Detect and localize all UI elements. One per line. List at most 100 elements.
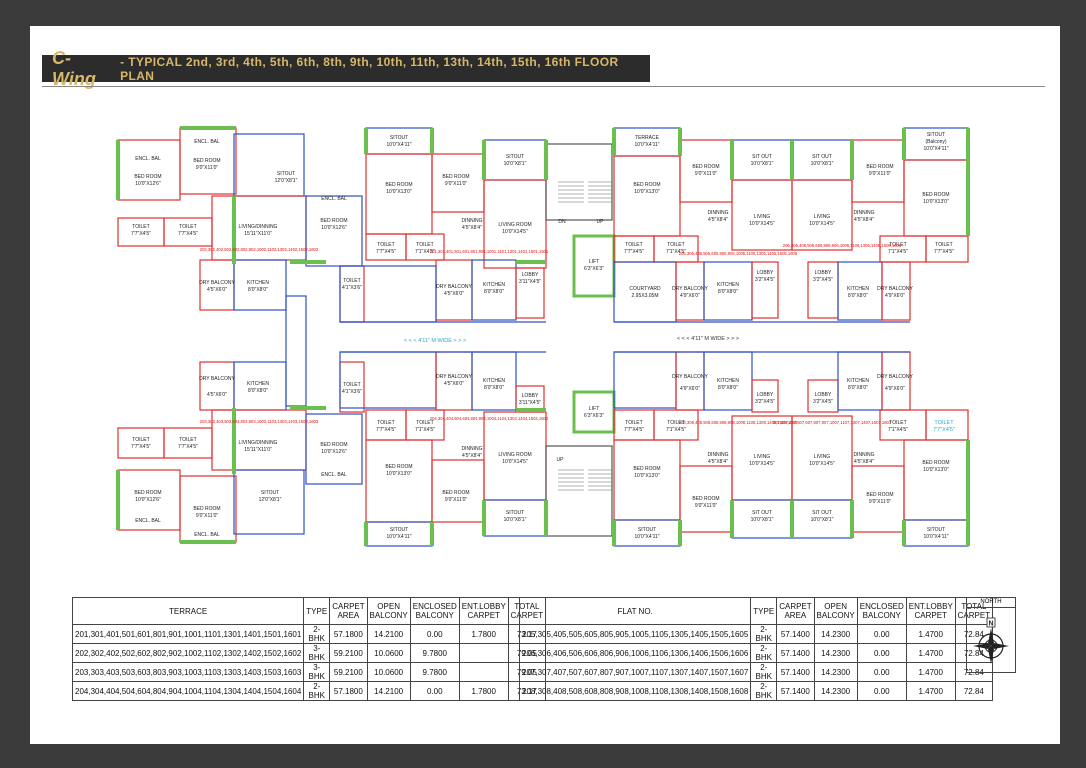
toilet-label: TOILET [179,437,196,443]
bed-room-dim: 10'0"X13'0" [386,189,412,195]
table-cell: 206,306,406,506,606,806,906,1006,1106,13… [518,643,752,663]
flat-no-label: 208,308,408,508,608,808,908,1008,1108,13… [679,420,798,425]
lobby-label: LOBBY [815,270,832,276]
dry-balcony-label: DRY BALCONY [877,374,913,380]
flat-no-label: 205,305,405,505,605,805,905,1005,1105,13… [679,251,798,256]
lift-label: LIFT [589,259,599,265]
toilet-dim: 7'7"X4'5" [178,444,198,450]
living-label: LIVING [814,454,831,460]
table-header-row: FLAT NO. TYPE CARPET AREA OPEN BALCONY E… [518,597,994,625]
bed-room-dim: 10'0"X13'0" [386,471,412,477]
table-cell: 207,307,407,507,607,807,907,1007,1107,13… [518,662,752,682]
flat-no-label: 207,307,407,507,607,807,907,1007,1107,13… [773,420,892,425]
lobby-dim: 3'2"X4'5" [813,399,833,405]
sitout-label: SITOUT [277,171,295,177]
toilet-dim: 4'1"X3'6" [342,285,362,291]
dry-balcony-dim: 4'9"X6'0" [885,293,905,299]
sit-out-dim: 10'0"X8'1" [751,161,774,167]
table-cell: 57.1400 [776,662,815,682]
encl-bal-label: ENCL. BAL [321,196,347,202]
column-header: TERRACE [71,597,305,625]
bed-room-dim: 9'0"X11'0" [445,497,468,503]
lobby-dim: 3'2"X4'5" [813,277,833,283]
lobby-label: LOBBY [522,393,539,399]
lobby-dim: 3'2"X4'5" [755,399,775,405]
flat-area-table: FLAT NO. TYPE CARPET AREA OPEN BALCONY E… [518,597,994,701]
table-cell: 9.7800 [409,662,460,682]
table-cell [458,643,509,663]
toilet-dim: 7'1"X4'5" [666,427,686,433]
bed-room-label: BED ROOM [442,174,469,180]
bed-room-dim: 10'0"X12'6" [321,449,347,455]
flat-no-label: 202,302,402,502,602,802,902,1002,1102,13… [200,247,319,252]
toilet-label: TOILET [889,420,906,426]
sitout-dim: 10'0"X4'11" [634,534,659,540]
table-cell: 10.0600 [366,662,411,682]
bed-room-label: BED ROOM [442,490,469,496]
lobby-label: LOBBY [815,392,832,398]
bed-room-label: BED ROOM [922,460,949,466]
table-cell: 9.7800 [409,643,460,663]
living-dim: 10'0"X14'5" [749,221,775,227]
dinning-dim: 4'5"X8'4" [854,217,874,223]
bed-room-dim: 10'0"X13'0" [923,199,949,205]
kitchen-dim: 8'0"X8'0" [248,388,268,394]
table-cell: 1.4700 [905,643,956,663]
toilet-label: TOILET [935,242,952,248]
column-header: OPEN BALCONY [366,597,411,625]
sitout-dim: 10'0"X4'11" [923,534,948,540]
toilet-label: TOILET [377,242,394,248]
table-cell: 2-BHK [750,681,778,701]
lift-dim: 6'3"X6'3" [584,413,604,419]
sitout-label: SITOUT [506,154,524,160]
toilet-label: TOILET [377,420,394,426]
dinning-label: DINNING [853,452,874,458]
column-header: CARPET AREA [776,597,815,625]
sitout-balcony-note: (Balcony) [925,139,946,145]
column-header: ENCLOSED BALCONY [409,597,460,625]
table-cell: 10.0600 [366,643,411,663]
kitchen-dim: 8'0"X8'0" [484,289,504,295]
sitout-dim: 10'0"X4'11" [923,146,948,152]
toilet-label: TOILET [343,278,360,284]
toilet-dim: 7'7"X4'5" [178,231,198,237]
toilet-label: TOILET [132,437,149,443]
dry-balcony-dim: 4'9"X6'0" [885,386,905,392]
table-cell: 202,302,402,502,602,802,902,1002,1102,13… [71,643,305,663]
bed-room-dim: 10'0"X12'6" [321,225,347,231]
table-row: 205,305,405,505,605,805,905,1005,1105,13… [518,624,994,644]
flat-no-label: 204,304,404,504,604,804,904,1004,1104,13… [430,416,549,421]
column-header: FLAT NO. [518,597,752,625]
courtyard-label: COURTYARD [629,286,661,292]
toilet-label: TOILET [667,420,684,426]
table-cell: 59.2100 [329,643,368,663]
kitchen-dim: 8'0"X8'0" [718,385,738,391]
sitout-label: SITOUT [638,527,656,533]
bed-room-label: BED ROOM [866,492,893,498]
table-row: 206,306,406,506,606,806,906,1006,1106,13… [518,643,994,663]
dinning-label: DINNING [707,210,728,216]
dry-balcony-dim: 4'5"X6'0" [444,381,464,387]
flat-no-label: 201,301,401,501,601,801,901,1001,1101,13… [430,249,549,254]
kitchen-dim: 8'0"X8'0" [848,293,868,299]
living-label: LIVING [754,214,771,220]
encl-bal-label: ENCL. BAL [135,518,161,524]
table-cell: 3-BHK [303,662,331,682]
bed-room-dim: 10'0"X13'0" [634,189,660,195]
toilet-label: TOILET [667,242,684,248]
kitchen-dim: 8'0"X8'0" [718,289,738,295]
sit-out-dim: 10'0"X8'1" [811,517,834,523]
living-room-label: LIVING ROOM [498,452,531,458]
toilet-label: TOILET [625,242,642,248]
bed-room-dim: 10'0"X13'0" [923,467,949,473]
bed-room-label: BED ROOM [922,192,949,198]
sit-out-label: SIT OUT [812,510,832,516]
table-cell: 0.00 [856,662,907,682]
bed-room-dim: 9'0"X11'0" [196,513,219,519]
terrace-dim: 10'0"X4'11" [634,142,659,148]
table-cell: 1.7800 [458,624,509,644]
encl-bal-label: ENCL. BAL [321,472,347,478]
terrace-label: TERRACE [635,135,660,141]
floor-plan-drawing: ENCL. BAL BED ROOM 10'0"X12'6" ENCL. BAL… [116,126,970,547]
dry-balcony-dim: 4'5"X6'0" [207,287,227,293]
